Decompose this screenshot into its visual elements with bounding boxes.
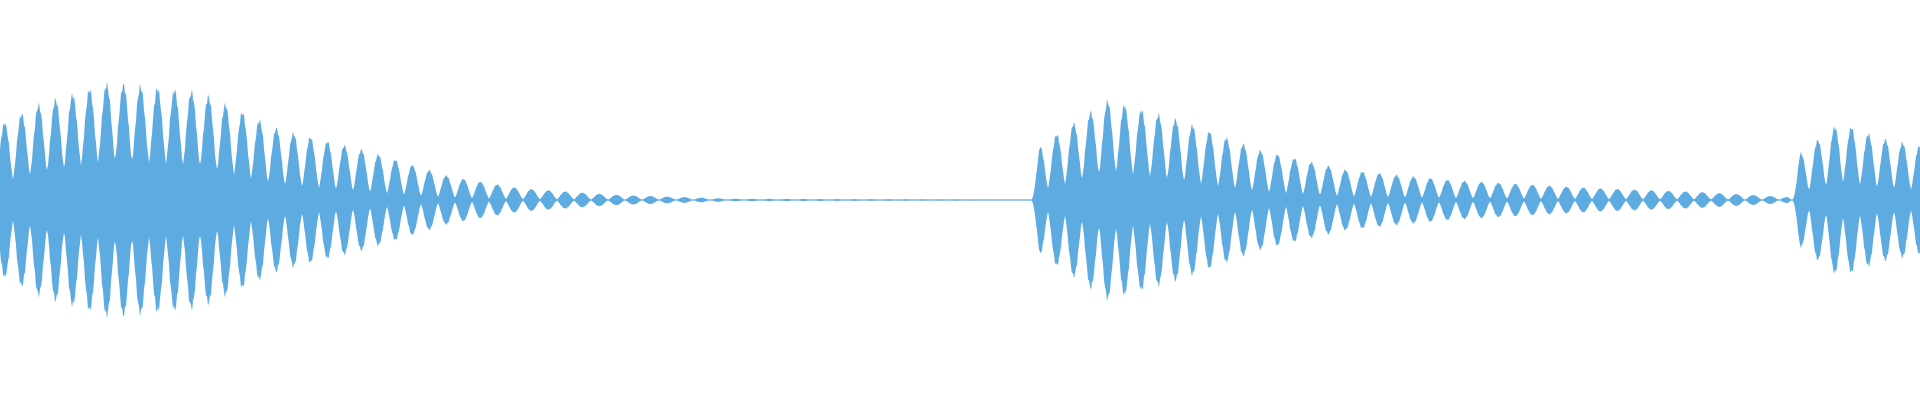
waveform-bursts [0, 81, 1920, 319]
burst-1 [0, 81, 1031, 319]
burst-2 [1031, 98, 1792, 302]
burst-3 [1792, 126, 1920, 274]
